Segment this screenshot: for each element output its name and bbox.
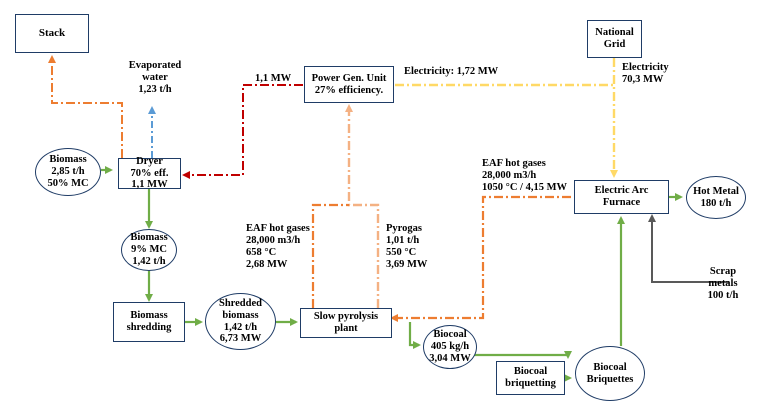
flow-pyrogas-to-power [345,104,380,308]
briquettes-line-1: Biocoal [593,361,627,373]
briquettes-line-2: Briquettes [586,373,634,385]
dried-biomass-node: Biomass 9% MC 1,42 t/h [121,229,177,271]
power-gen-line-1: Power Gen. Unit [311,72,387,84]
biocoal-line-3: 3,04 MW [429,352,471,364]
flow-biocoal-to-briquetting [474,351,572,359]
eaf-gases-right-label: EAF hot gases 28,000 m3/h 1050 °C / 4,15… [482,158,567,194]
dryer-node: Dryer 70% eff. 1,1 MW [118,155,181,191]
shredded-line-1: Shredded [219,298,262,309]
hot-metal-line-1: Hot Metal [693,185,739,197]
biocoal-node: Biocoal 405 kg/h 3,04 MW [423,325,477,369]
flow-eaf-gases-left-loop [311,203,349,308]
hot-metal-node: Hot Metal 180 t/h [686,176,746,219]
power-gen-unit-node: Power Gen. Unit 27% efficiency. [304,66,394,103]
flow-pyrolysis-to-biocoal [408,322,421,349]
pyrolysis-line-2: plant [334,323,358,334]
dried-biomass-line-1: Biomass [130,232,168,244]
shredded-line-2: biomass [222,309,259,321]
dryer-line-3: 1,1 MW [131,179,168,191]
eaf-line-2: Furnace [602,197,641,208]
hot-metal-line-2: 180 t/h [700,197,732,209]
pyrolysis-line-1: Slow pyrolysis [313,311,379,323]
eaf-gases-left-label: EAF hot gases 28,000 m3/h 658 °C 2,68 MW [246,223,310,271]
evaporated-line-2: water [142,72,168,84]
biomass-shredding-node: Biomass shredding [113,302,185,342]
dried-biomass-line-3: 1,42 t/h [132,255,166,267]
dryer-power-label: 1,1 MW [255,73,292,84]
briquetting-line-1: Biocoal [513,366,548,378]
evaporated-line-3: 1,23 t/h [138,84,172,96]
scrap-metals-label: Scrap metals 100 t/h [707,266,739,302]
biocoal-line-2: 405 kg/h [430,341,470,353]
shredding-line-1: Biomass [130,310,168,322]
briquetting-line-2: briquetting [505,378,556,389]
biomass-input-line-1: Biomass [49,154,87,166]
national-grid-line-2: Grid [603,39,626,50]
stack-label: Stack [38,27,66,40]
evaporated-line-1: Evaporated [128,60,182,71]
stack-node: Stack [15,14,89,53]
biomass-input-line-2: 2,85 t/h [51,166,85,178]
evaporated-water-label: Evaporated water 1,23 t/h [127,60,183,96]
biocoal-briquetting-node: Biocoal briquetting [496,361,565,395]
dryer-line-2: 70% eff. [130,167,169,179]
pyrogas-label: Pyrogas 1,01 t/h 550 °C 3,69 MW [386,223,428,271]
flow-power-to-dryer [182,84,303,179]
eaf-line-1: Electric Arc [594,185,649,197]
biocoal-line-1: Biocoal [433,329,467,341]
shredded-line-4: 6,73 MW [219,333,262,345]
flow-dryer-to-stack [48,55,123,158]
slow-pyrolysis-plant-node: Slow pyrolysis plant [300,308,392,338]
electric-arc-furnace-node: Electric Arc Furnace [574,180,669,214]
biomass-input-line-3: 50% MC [47,177,89,189]
national-grid-line-1: National [595,27,634,39]
shredding-line-2: shredding [126,322,172,333]
flow-scrap-to-eaf [648,214,729,283]
dried-biomass-line-2: 9% MC [131,244,167,256]
national-grid-node: National Grid [587,20,642,58]
power-gen-line-2: 27% efficiency. [314,84,384,96]
electricity-input-label: Electricity 70,3 MW [622,62,669,86]
electricity-output-label: Electricity: 1,72 MW [404,66,499,77]
shredded-line-3: 1,42 t/h [223,321,258,333]
flow-eaf-gases-to-pyrolysis [390,195,571,322]
shredded-biomass-node: Shredded biomass 1,42 t/h 6,73 MW [205,293,276,350]
biocoal-briquettes-node: Biocoal Briquettes [575,346,645,401]
biomass-input-node: Biomass 2,85 t/h 50% MC [35,148,101,196]
dryer-line-1: Dryer [136,155,163,167]
